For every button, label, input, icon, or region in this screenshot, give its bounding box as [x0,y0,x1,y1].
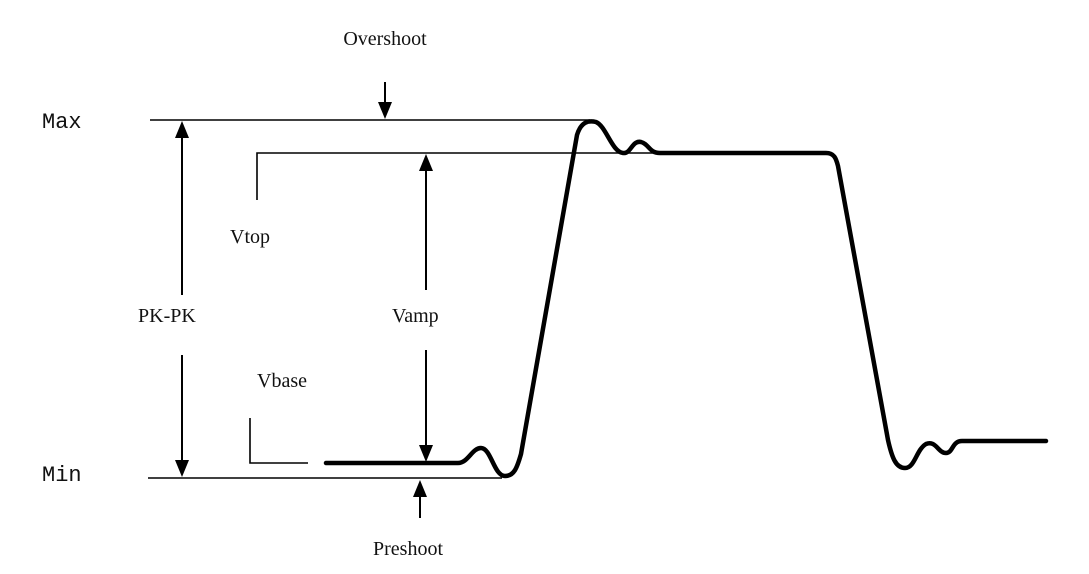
preshoot-arrow [413,480,427,518]
min-label: Min [42,463,82,488]
vbase-bracket-line [249,418,308,464]
overshoot-label: Overshoot [343,28,427,50]
vtop-label: Vtop [230,226,270,248]
max-label: Max [42,110,82,135]
vtop-bracket-line [256,152,660,200]
overshoot-arrow [378,82,392,119]
vbase-label: Vbase [257,370,307,392]
vamp-label: Vamp [392,305,439,327]
pk-pk-arrow [175,121,189,477]
pk-pk-label: PK-PK [138,305,196,327]
preshoot-label: Preshoot [373,538,443,560]
vamp-arrow [419,154,433,462]
pulse-waveform [323,119,1049,479]
